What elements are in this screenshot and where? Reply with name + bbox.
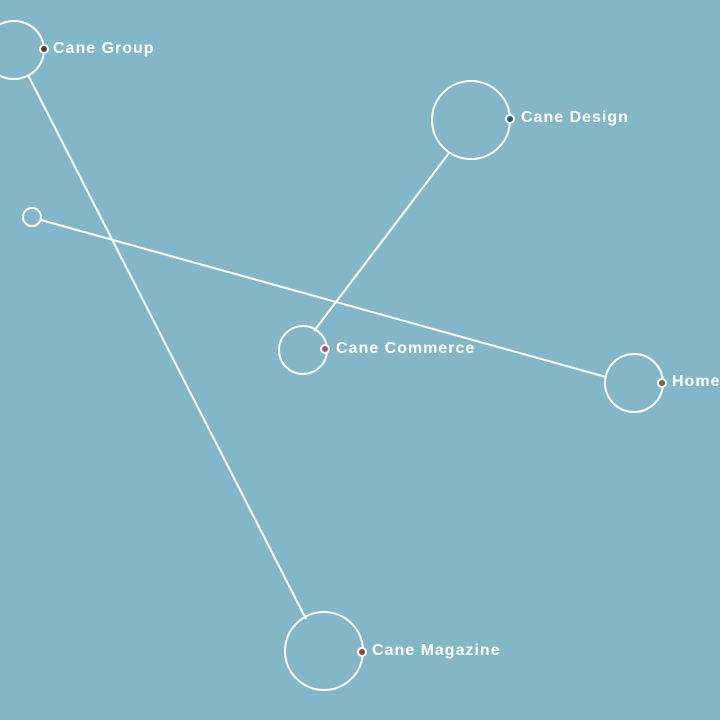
node-dot-cane-magazine[interactable] (357, 647, 367, 657)
node-label-home[interactable]: Home (672, 373, 720, 390)
node-dot-cane-design[interactable] (505, 114, 515, 124)
edge-cane-group-to-cane-magazine (27, 74, 307, 620)
edge-unlabeled-to-home (40, 219, 607, 378)
node-ring-home[interactable] (604, 353, 664, 413)
node-dot-cane-group[interactable] (39, 44, 49, 54)
node-dot-home[interactable] (657, 378, 667, 388)
node-label-cane-design[interactable]: Cane Design (521, 109, 629, 126)
edge-cane-design-to-cane-commerce (313, 152, 450, 332)
node-ring-cane-magazine[interactable] (284, 611, 364, 691)
node-label-cane-commerce[interactable]: Cane Commerce (336, 340, 476, 357)
node-dot-cane-commerce[interactable] (320, 344, 330, 354)
node-label-cane-group[interactable]: Cane Group (53, 40, 155, 57)
node-ring-unlabeled[interactable] (22, 207, 42, 227)
node-ring-cane-design[interactable] (431, 80, 511, 160)
node-label-cane-magazine[interactable]: Cane Magazine (372, 642, 501, 659)
